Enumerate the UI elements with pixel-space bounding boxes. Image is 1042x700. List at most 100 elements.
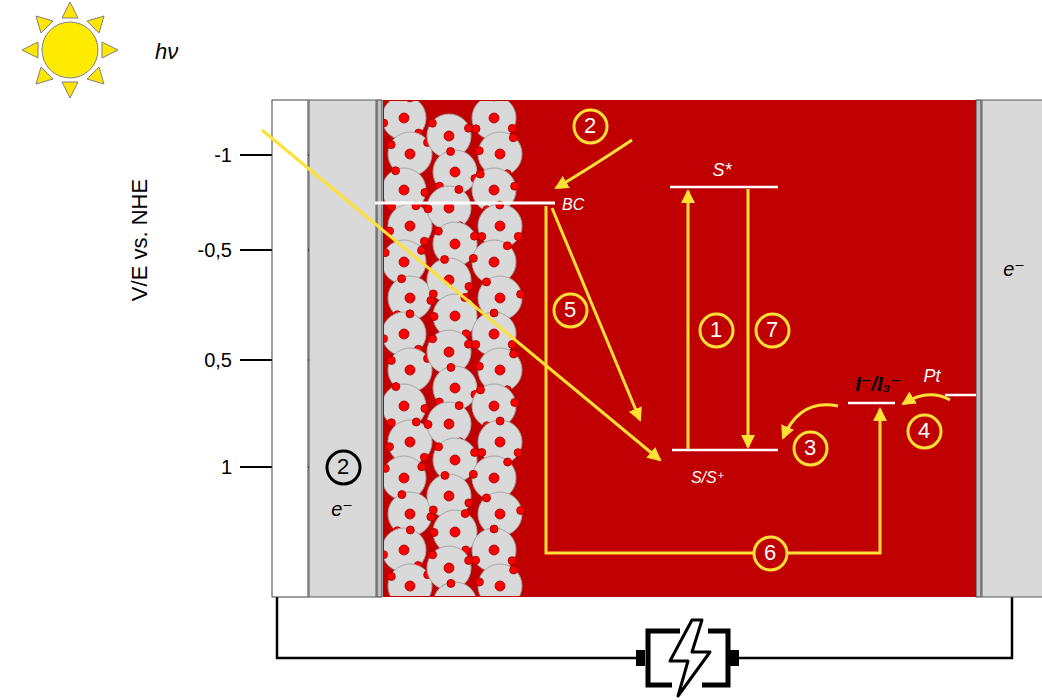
- dye-molecule: [504, 458, 512, 466]
- dye-molecule: [472, 556, 480, 564]
- dye-molecule: [384, 119, 388, 127]
- dye-molecule: [511, 399, 519, 407]
- dye-molecule: [420, 453, 428, 461]
- level-label: S/S⁺: [691, 469, 725, 487]
- dye-molecule: [450, 167, 460, 177]
- sun-disc: [42, 22, 98, 78]
- callout-number: 1: [698, 312, 735, 349]
- callout-number-text: 6: [764, 542, 776, 564]
- battery-terminal: [636, 650, 645, 666]
- level-label: Pt: [923, 367, 940, 387]
- tio2-particle: [384, 456, 426, 500]
- callout-circle: [700, 314, 733, 347]
- dye-molecule: [455, 185, 463, 193]
- dye-molecule: [406, 526, 414, 534]
- dye-molecule: [441, 471, 449, 479]
- dye-molecule: [465, 283, 473, 291]
- dye-molecule: [384, 335, 388, 343]
- dye-molecule: [421, 188, 429, 196]
- battery-icon: [636, 620, 739, 696]
- sun-ray: [22, 42, 38, 58]
- dye-molecule: [470, 232, 478, 240]
- dye-molecule: [399, 329, 409, 339]
- callout-number-text: 2: [584, 115, 596, 137]
- dye-molecule: [387, 572, 395, 580]
- dye-molecule: [444, 419, 454, 429]
- dye-molecule: [495, 437, 505, 447]
- dye-molecule: [444, 491, 454, 501]
- dye-molecule: [489, 257, 499, 267]
- dye-molecule: [392, 383, 400, 391]
- dye-molecule: [509, 134, 517, 142]
- dye-molecule: [489, 329, 499, 339]
- sun-ray: [62, 82, 78, 98]
- dye-molecule: [418, 246, 426, 254]
- relaxation-arrow: [747, 189, 750, 447]
- electron-label: e⁻: [331, 499, 353, 519]
- dye-molecule: [503, 242, 511, 250]
- dye-molecule: [517, 507, 525, 515]
- tio2-particle: [427, 546, 471, 590]
- dye-molecule: [444, 347, 454, 357]
- dye-molecule: [412, 418, 420, 426]
- dye-molecule: [489, 545, 499, 555]
- callout-number-text: 1: [710, 319, 722, 341]
- dye-molecule: [398, 275, 406, 283]
- tio2-particles: [384, 101, 525, 596]
- sun-ray: [62, 2, 78, 18]
- dye-molecule: [435, 443, 443, 451]
- dye-molecule: [444, 131, 454, 141]
- conduction-band-level: [375, 202, 555, 205]
- dye-molecule: [476, 170, 484, 178]
- axis-tick-label: -1: [214, 144, 232, 166]
- dye-molecule: [421, 404, 429, 412]
- dye-molecule: [398, 491, 406, 499]
- dye-molecule: [489, 401, 499, 411]
- battery-terminal: [730, 650, 739, 666]
- dye-molecule: [420, 237, 428, 245]
- callout-circle: [327, 451, 360, 484]
- dye-molecule: [399, 545, 409, 555]
- dye-molecule: [399, 473, 409, 483]
- electrode-box: e⁻: [982, 100, 1042, 597]
- dye-molecule: [475, 147, 483, 155]
- tio2-particle: [388, 276, 432, 320]
- dye-molecule: [418, 463, 426, 471]
- excitation-arrow: [687, 191, 690, 449]
- dye-molecule: [508, 124, 516, 132]
- dye-molecule: [405, 581, 415, 591]
- dye-molecule: [387, 141, 395, 149]
- pt-level: [945, 394, 976, 397]
- dye-molecule: [450, 455, 460, 465]
- dye-molecule: [490, 101, 498, 102]
- dye-molecule: [387, 419, 395, 427]
- dye-molecule: [495, 149, 505, 159]
- dye-molecule: [386, 443, 394, 451]
- dye-molecule: [447, 363, 455, 371]
- callout-circle: [794, 432, 827, 465]
- dye-molecule: [405, 149, 415, 159]
- dye-molecule: [490, 525, 498, 533]
- tio2-particle: [388, 492, 432, 536]
- dye-molecule: [429, 290, 437, 298]
- dye-molecule: [399, 185, 409, 195]
- dye-molecule: [475, 578, 483, 586]
- callout-number: 7: [754, 312, 791, 349]
- dye-molecule: [387, 356, 395, 364]
- callout-circle: [754, 537, 787, 570]
- callout-circle: [756, 314, 789, 347]
- dye-molecule: [478, 233, 486, 241]
- callout-circle: [908, 415, 941, 448]
- dye-molecule: [465, 499, 473, 507]
- dye-molecule: [384, 464, 389, 472]
- light-ray: [262, 130, 660, 460]
- dye-molecule: [444, 563, 454, 573]
- dye-molecule: [399, 401, 409, 411]
- dye-molecule: [384, 249, 389, 257]
- dye-molecule: [455, 402, 463, 410]
- tio2-particle: [427, 330, 471, 374]
- recombination-electrolyte-arrow: [546, 206, 880, 553]
- dye-molecule: [496, 417, 504, 425]
